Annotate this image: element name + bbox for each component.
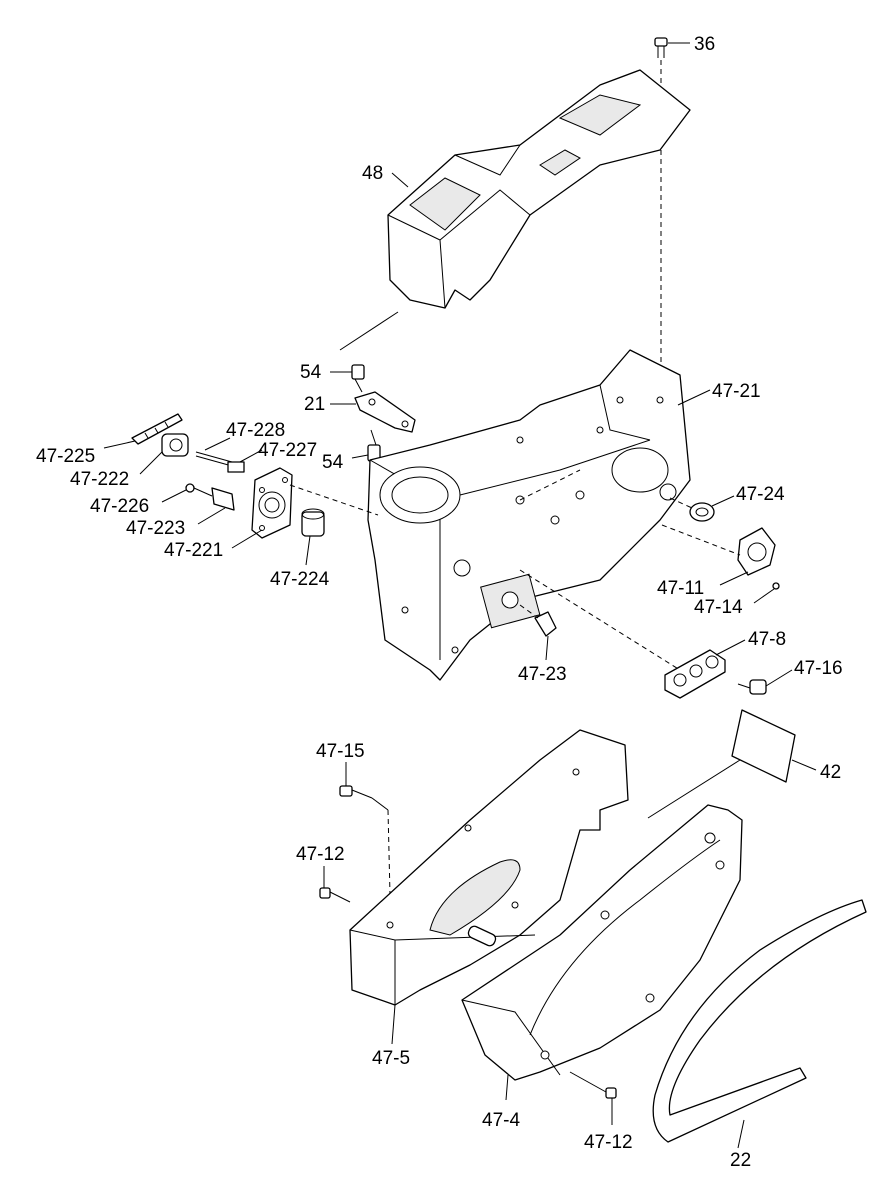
part-36-screw — [654, 37, 690, 370]
callout-54-upper: 54 — [300, 362, 322, 383]
part-47-221-plate — [231, 467, 293, 549]
callout-47-16: 47-16 — [794, 658, 843, 679]
part-47-224-bushing — [301, 508, 325, 566]
callout-47-23: 47-23 — [518, 664, 567, 685]
callout-36: 36 — [694, 34, 715, 55]
callout-47-226: 47-226 — [90, 496, 149, 517]
part-21-bracket — [330, 391, 416, 433]
callout-47-228: 47-228 — [226, 420, 285, 441]
part-47-4-cover — [461, 804, 743, 1101]
part-47-223-bracket — [197, 487, 235, 525]
callout-47-223: 47-223 — [126, 518, 185, 539]
callout-47-15: 47-15 — [316, 741, 365, 762]
callout-42: 42 — [820, 762, 841, 783]
part-47-5-cover — [349, 729, 629, 1045]
part-47-21-frame — [367, 349, 711, 681]
callout-47-14: 47-14 — [694, 597, 743, 618]
part-42-sheet — [647, 709, 817, 819]
callout-47-221: 47-221 — [164, 540, 223, 561]
part-47-8-switch-panel — [519, 569, 746, 699]
callout-47-21: 47-21 — [712, 381, 761, 402]
callout-47-12-lower: 47-12 — [584, 1132, 633, 1153]
callout-21: 21 — [304, 394, 325, 415]
callout-22: 22 — [730, 1150, 751, 1171]
part-47-15-screw — [339, 762, 391, 896]
callout-labels: 36 48 54 21 54 47-21 47-225 47-228 47-22… — [36, 34, 843, 1171]
part-47-225-spring — [103, 413, 183, 449]
part-54-bolt-upper — [330, 364, 365, 393]
callout-47-11: 47-11 — [657, 578, 704, 599]
callout-47-4: 47-4 — [482, 1110, 520, 1131]
callout-47-24: 47-24 — [736, 484, 785, 505]
part-47-12-screw-upper — [319, 866, 351, 903]
callout-47-5: 47-5 — [372, 1048, 410, 1069]
callout-47-227: 47-227 — [258, 440, 317, 461]
callout-47-222: 47-222 — [70, 469, 129, 490]
part-47-12-screw-lower — [569, 1071, 617, 1125]
part-22-trim-strip — [652, 899, 867, 1149]
part-47-16-bolt — [737, 669, 793, 695]
callout-47-8: 47-8 — [748, 629, 786, 650]
callout-54-lower: 54 — [322, 452, 344, 473]
part-47-24-grommet — [669, 495, 735, 522]
callout-48: 48 — [362, 163, 383, 184]
part-54-bolt-lower — [351, 429, 381, 462]
part-47-227-clip — [227, 449, 263, 473]
part-48-console-cover — [339, 69, 691, 351]
callout-47-12-upper: 47-12 — [296, 844, 345, 865]
part-47-14-screw — [753, 582, 780, 604]
callout-47-224: 47-224 — [270, 569, 330, 590]
part-47-23-bolt — [519, 604, 557, 661]
part-47-226-screw — [161, 483, 213, 503]
callout-47-225: 47-225 — [36, 446, 95, 467]
part-47-228-pin — [195, 437, 233, 467]
part-47-11-switch — [661, 524, 776, 586]
part-47-222-knob — [139, 433, 189, 475]
assembly-axis-left — [289, 484, 379, 516]
